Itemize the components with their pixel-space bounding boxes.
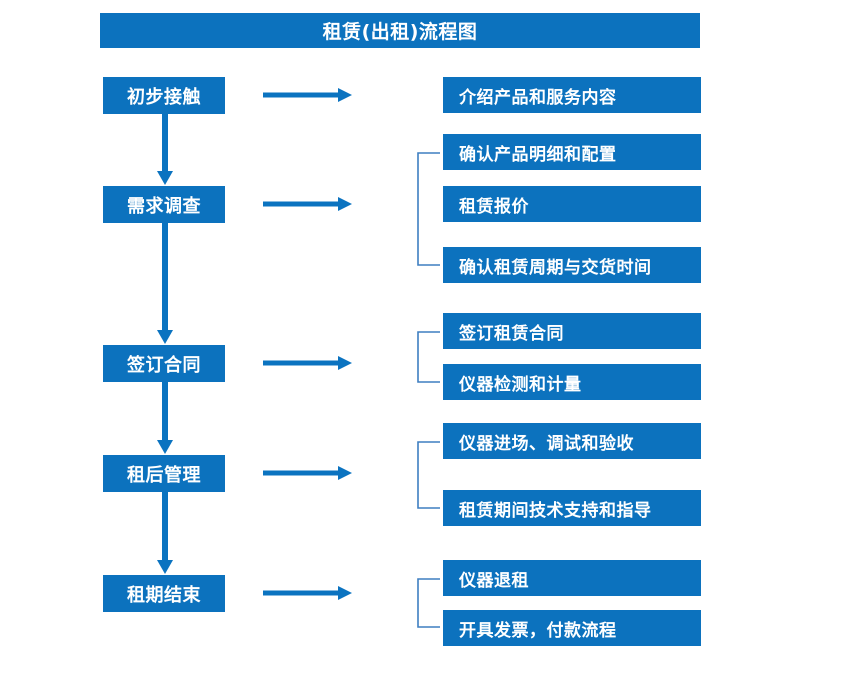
vertical-arrow-1-to-2 — [155, 114, 175, 186]
detail-box-4-1[interactable]: 仪器进场、调试和验收 — [443, 423, 701, 459]
detail-box-2-3[interactable]: 确认租赁周期与交货时间 — [443, 247, 701, 283]
detail-box-4-2[interactable]: 租赁期间技术支持和指导 — [443, 490, 701, 526]
detail-box-3-2[interactable]: 仪器检测和计量 — [443, 364, 701, 400]
stage-box-1[interactable]: 初步接触 — [103, 77, 225, 114]
vertical-arrow-4-to-5 — [155, 492, 175, 575]
detail-box-1-1[interactable]: 介绍产品和服务内容 — [443, 77, 701, 113]
detail-box-5-2[interactable]: 开具发票，付款流程 — [443, 610, 701, 646]
vertical-arrow-2-to-3 — [155, 223, 175, 345]
vertical-arrow-3-to-4 — [155, 382, 175, 455]
group-bracket-2 — [415, 152, 441, 266]
detail-box-5-1[interactable]: 仪器退租 — [443, 560, 701, 596]
group-bracket-3 — [415, 331, 441, 383]
horizontal-arrow-4 — [263, 463, 353, 483]
stage-box-3[interactable]: 签订合同 — [103, 345, 225, 382]
horizontal-arrow-1 — [263, 85, 353, 105]
chart-title-banner: 租赁(出租)流程图 — [100, 13, 700, 48]
stage-box-2[interactable]: 需求调查 — [103, 186, 225, 223]
detail-box-2-2[interactable]: 租赁报价 — [443, 186, 701, 222]
group-bracket-4 — [415, 441, 441, 509]
detail-box-3-1[interactable]: 签订租赁合同 — [443, 313, 701, 349]
horizontal-arrow-2 — [263, 194, 353, 214]
stage-box-4[interactable]: 租后管理 — [103, 455, 225, 492]
stage-box-5[interactable]: 租期结束 — [103, 575, 225, 612]
horizontal-arrow-3 — [263, 353, 353, 373]
group-bracket-5 — [415, 578, 441, 628]
detail-box-2-1[interactable]: 确认产品明细和配置 — [443, 134, 701, 170]
horizontal-arrow-5 — [263, 583, 353, 603]
